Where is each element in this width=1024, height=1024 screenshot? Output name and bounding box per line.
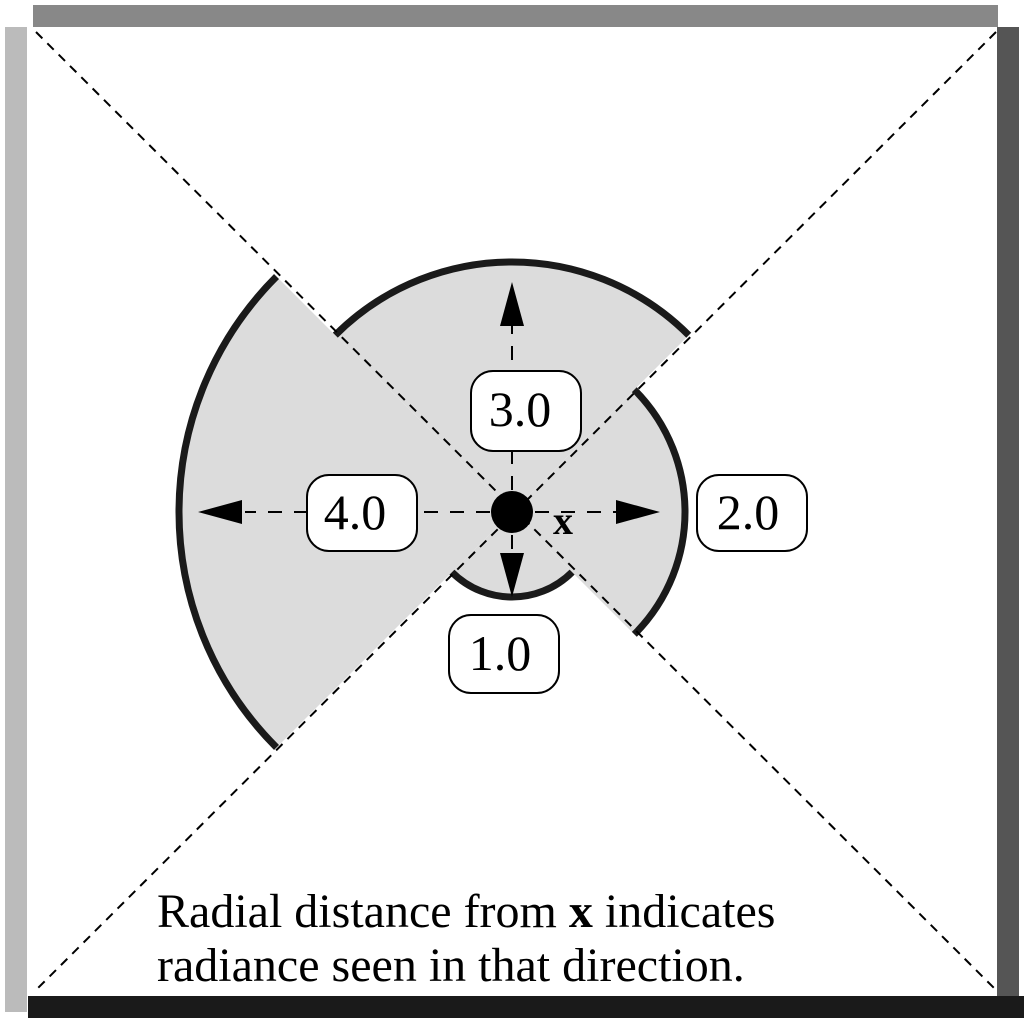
- label-up: 3.0: [470, 370, 582, 452]
- frame-top-bar: [33, 5, 998, 27]
- caption-line-1-end: indicates: [593, 885, 776, 938]
- frame-left-bar: [5, 27, 27, 1012]
- caption-line-2: radiance seen in that direction.: [157, 939, 745, 992]
- label-left: 4.0: [306, 474, 418, 552]
- label-left-text: 4.0: [324, 484, 387, 540]
- caption-line-1-bold: x: [569, 885, 593, 938]
- label-down-text: 1.0: [469, 625, 532, 681]
- caption-line-1-start: Radial distance from: [157, 885, 569, 938]
- label-right-box: [696, 474, 808, 552]
- arrowhead-up: [500, 282, 524, 326]
- label-up-text: 3.0: [489, 381, 552, 437]
- radiance-lobes: [175, 175, 766, 849]
- center-point: [491, 491, 533, 533]
- label-down-box: [448, 614, 560, 694]
- point-label: x: [553, 498, 573, 543]
- frame-right-bar: [997, 27, 1019, 997]
- label-left-box: [306, 474, 418, 552]
- lobe-left: [175, 175, 512, 849]
- arrowhead-down: [500, 553, 524, 597]
- label-right-text: 2.0: [717, 484, 780, 540]
- arrowhead-left: [198, 500, 242, 524]
- caption-line-1: Radial distance from x indicates: [157, 885, 775, 938]
- frame-bottom-bar: [28, 996, 1024, 1018]
- arrowhead-right: [616, 500, 660, 524]
- lobe-right: [512, 335, 689, 689]
- label-down: 1.0: [448, 614, 560, 694]
- label-right: 2.0: [696, 474, 808, 552]
- label-up-box: [470, 370, 582, 452]
